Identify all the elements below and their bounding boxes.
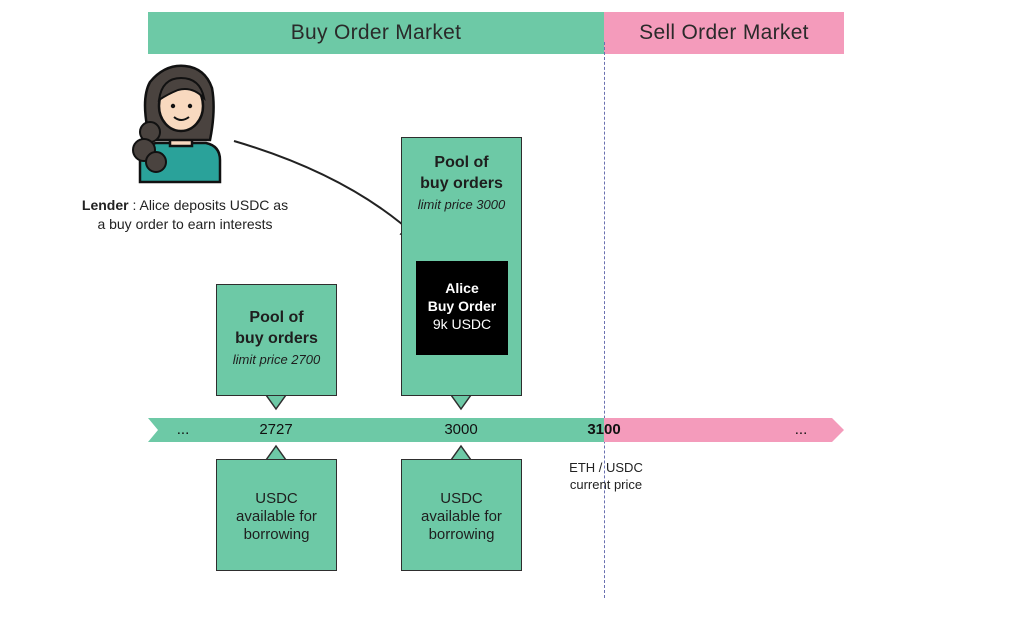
pool-2700-pointer [264, 394, 288, 411]
lender-description-line2: a buy order to earn interests [97, 216, 273, 232]
pool-2700-title-line2: buy orders [235, 330, 318, 347]
axis-tick-3000: 3000 [444, 421, 478, 438]
borrow-2727-pointer [264, 444, 288, 461]
current-price-label-line1: ETH / USDC [569, 460, 643, 475]
axis-tick-current-price: 3100 [587, 421, 621, 438]
borrow-2727-line1: USDC [255, 490, 298, 507]
price-axis-buy-segment [148, 418, 604, 442]
pool-2700-title-line1: Pool of [249, 309, 304, 326]
axis-left-ellipsis: ... [176, 421, 190, 438]
price-axis-sell-segment [604, 418, 844, 442]
axis-right-ellipsis: ... [794, 421, 808, 438]
pool-2700-box: Pool of buy orders limit price 2700 [216, 284, 337, 396]
sell-order-market-header: Sell Order Market [604, 12, 844, 54]
pool-2700-limit: limit price 2700 [232, 352, 321, 367]
lender-description: Lender : Alice deposits USDC as a buy or… [60, 196, 310, 234]
current-price-divider [604, 42, 605, 598]
pool-3000-title-line1: Pool of [434, 154, 489, 171]
pool-3000-limit: limit price 3000 [417, 197, 506, 212]
pool-3000-title-line2: buy orders [420, 175, 503, 192]
pool-3000-pointer [449, 394, 473, 411]
alice-buy-order-box: Alice Buy Order 9k USDC [416, 261, 508, 355]
borrow-3000-box: USDC available for borrowing [401, 459, 522, 571]
lender-separator: : [128, 197, 140, 213]
borrow-3000-line1: USDC [440, 490, 483, 507]
alice-order-amount: 9k USDC [432, 316, 492, 332]
borrow-2727-box: USDC available for borrowing [216, 459, 337, 571]
current-price-label-line2: current price [569, 477, 643, 492]
alice-order-type: Buy Order [427, 298, 497, 314]
woman-avatar-icon [132, 64, 222, 184]
borrow-2727-line2: available for [236, 508, 317, 525]
buy-order-market-header: Buy Order Market [148, 12, 604, 54]
borrow-3000-pointer [449, 444, 473, 461]
borrow-2727-line3: borrowing [243, 526, 310, 543]
borrow-3000-line3: borrowing [428, 526, 495, 543]
borrow-3000-line2: available for [421, 508, 502, 525]
lender-role: Lender [81, 197, 129, 213]
alice-order-name: Alice [445, 280, 479, 296]
axis-tick-2727: 2727 [259, 421, 293, 438]
current-price-label: ETH / USDC current price [546, 459, 666, 493]
lender-description-line1: Alice deposits USDC as [139, 197, 289, 213]
deposit-arrow [233, 140, 421, 241]
